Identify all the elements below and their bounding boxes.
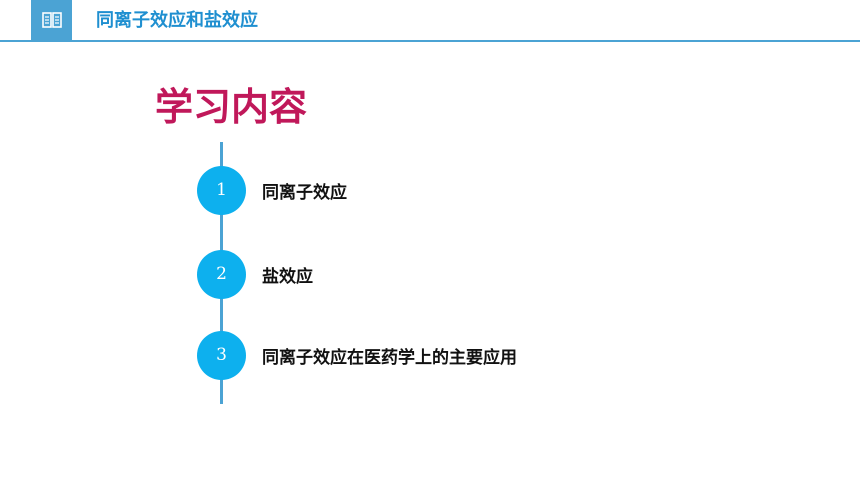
header-icon-box [31, 0, 72, 40]
agenda-item-2[interactable]: 2 盐效应 [197, 249, 313, 299]
agenda-item-label: 同离子效应在医药学上的主要应用 [262, 347, 517, 368]
agenda-item-1[interactable]: 1 同离子效应 [197, 165, 347, 215]
book-icon [41, 12, 62, 28]
agenda-item-label: 盐效应 [262, 266, 313, 287]
section-heading: 学习内容 [155, 85, 308, 129]
agenda-number-badge: 2 [197, 249, 246, 299]
agenda-item-label: 同离子效应 [262, 182, 347, 203]
agenda-number-badge: 1 [197, 165, 246, 215]
header-title: 同离子效应和盐效应 [96, 10, 258, 31]
agenda-number-badge: 3 [197, 330, 246, 380]
header-divider [0, 40, 860, 42]
agenda-item-3[interactable]: 3 同离子效应在医药学上的主要应用 [197, 330, 517, 380]
